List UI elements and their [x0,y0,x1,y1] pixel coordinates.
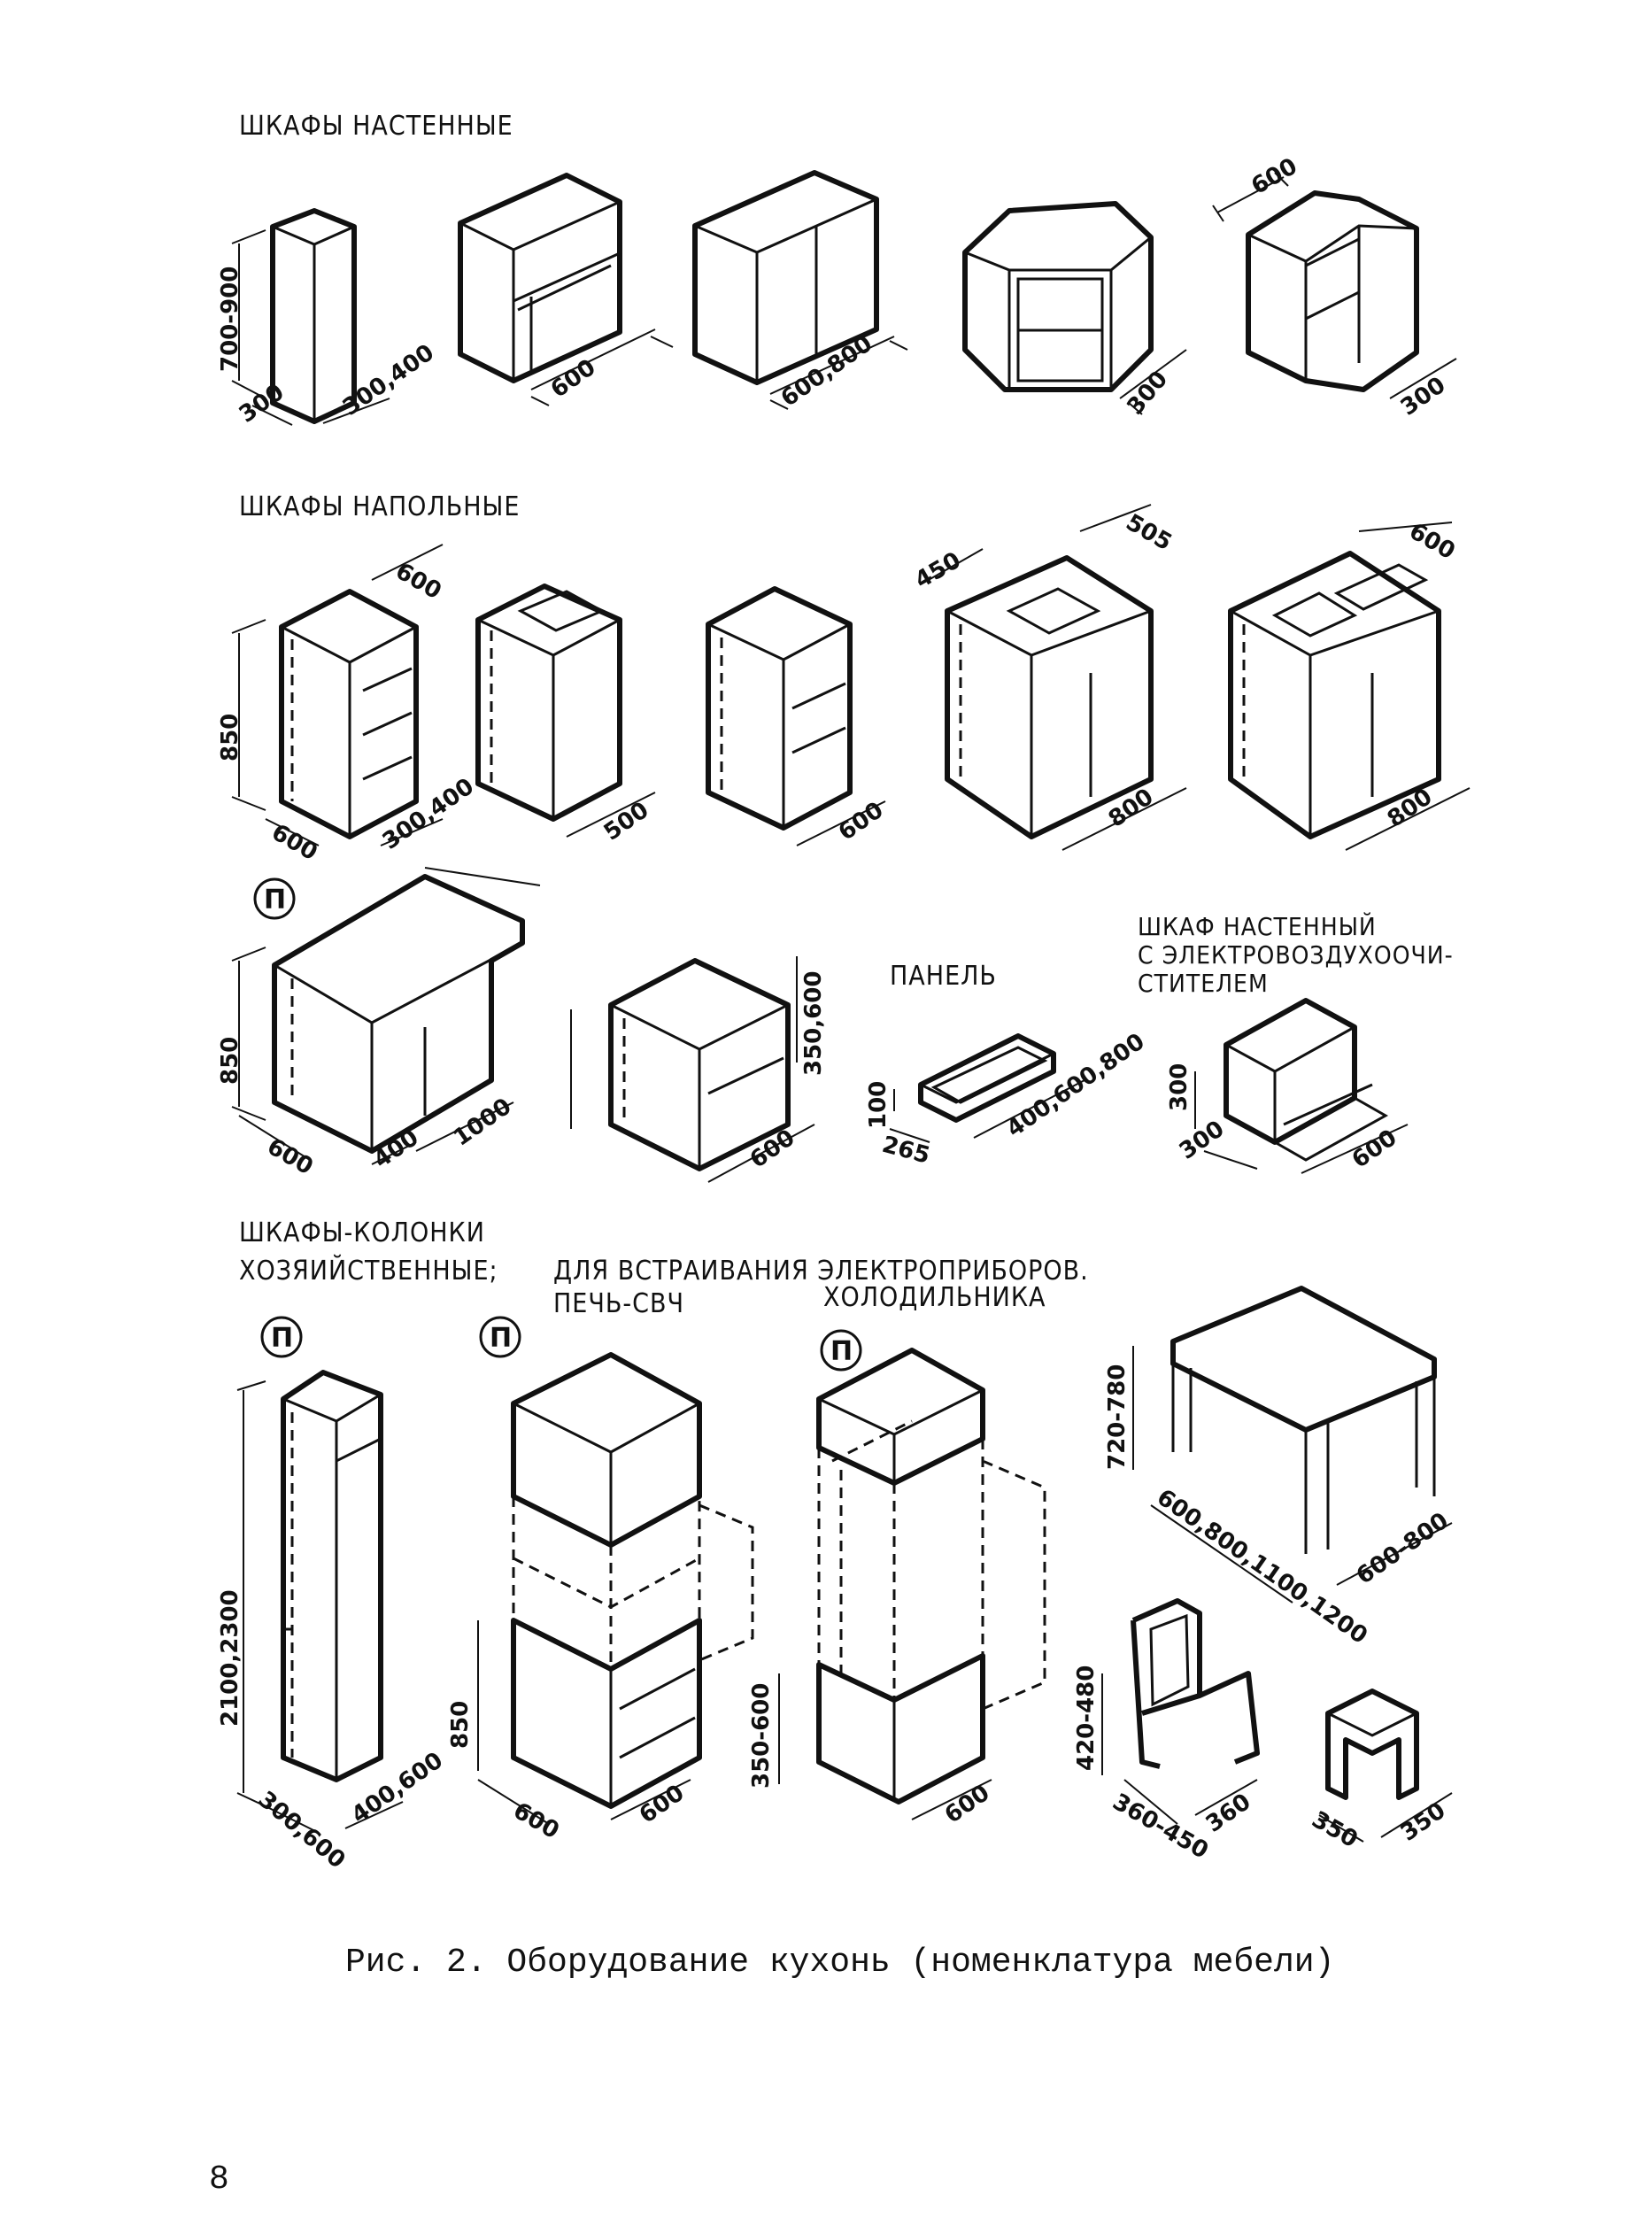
floor-cabinet-sink-800 [920,504,1187,851]
wall-cabinet-600-open [458,173,674,406]
p-marker-3: П [479,1316,521,1358]
p-marker-1: П [253,877,296,920]
floor-cabinet-stove-800 [1228,522,1471,851]
p-marker-2: П [260,1316,303,1358]
dim-350-b: 350 [1396,1797,1451,1847]
label-fridge: ХОЛОДИЛЬНИКА [823,1282,1046,1313]
dim-450: 450 [911,547,966,594]
dim-400-a: 400 [369,1124,424,1174]
floor-cabinet-sink-500 [475,583,656,838]
dim-850-b: 850 [217,1037,243,1085]
figure-caption: Рис. 2. Оборудование кухонь (номенклатур… [345,1944,1335,1982]
label-hood-line1: ШКАФ НАСТЕННЫЙ [1138,912,1377,941]
dim-2100-2300: 2100,2300 [217,1589,243,1727]
column-household [236,1370,404,1834]
dim-300-d: 300 [1166,1063,1193,1111]
chair [1101,1598,1260,1825]
cabinet-350-600 [570,956,815,1183]
dim-500: 500 [599,797,654,846]
svg-text:П: П [264,885,286,916]
dim-300-c: 300 [1396,372,1451,421]
page-number: 8 [209,2160,229,2199]
label-oven: ПЕЧЬ-СВЧ [553,1288,684,1319]
table [1132,1286,1453,1604]
dim-850-c: 850 [447,1701,474,1749]
label-wall-cabinets: ШКАФЫ НАСТЕННЫЕ [239,111,513,142]
p-marker-4: П [820,1329,862,1372]
dim-850-a: 850 [217,714,243,761]
dim-600-l: 600 [940,1780,995,1829]
dim-360-450: 360-450 [1108,1789,1213,1865]
dim-350-600r: 350-600 [748,1683,775,1789]
island-cabinet [231,867,541,1165]
dim-600-b: 600 [1247,153,1302,200]
svg-text:П: П [271,1323,293,1354]
label-columns: ШКАФЫ-КОЛОНКИ [239,1217,485,1248]
label-household: ХОЗЯИЙСТВЕННЫЕ; [239,1256,498,1287]
wall-cabinet-600-800 [692,170,908,410]
column-oven [477,1352,754,1825]
dim-700-900: 700-900 [217,267,243,372]
dim-table-length: 600,800,1100,1200 [1152,1484,1372,1650]
wall-cabinet-corner-300 [962,201,1187,415]
dim-600-800r: 600-800 [1352,1508,1454,1590]
floor-cabinet-600-drawers [706,586,886,846]
label-floor-cabinets: ШКАФЫ НАПОЛЬНЫЕ [239,491,521,522]
label-panel: ПАНЕЛЬ [890,961,997,992]
dim-350-a: 350 [1308,1806,1363,1853]
dim-350-600: 350,600 [800,971,827,1076]
dim-600-g: 600 [263,1133,318,1180]
wall-cabinet-corner-L [1212,172,1457,399]
dim-300-600: 300,600 [253,1786,351,1874]
stool [1318,1689,1453,1843]
column-fridge [778,1348,1046,1820]
dim-600-800-a: 600,800 [776,330,877,412]
dim-720-780: 720-780 [1104,1364,1131,1470]
dim-505: 505 [1122,509,1177,556]
floor-cabinet-drawers [231,544,444,846]
dim-600-c: 600 [267,819,322,866]
label-builtin: ДЛЯ ВСТРАИВАНИЯ ЭЛЕКТРОПРИБОРОВ. [553,1256,1089,1287]
dim-600-j: 600 [509,1797,564,1844]
wall-cabinet-300 [231,208,390,426]
dim-265: 265 [879,1132,932,1170]
dim-800-b: 800 [1383,784,1438,833]
dim-420-480: 420-480 [1073,1665,1100,1771]
label-hood-line2: С ЭЛЕКТРОВОЗДУХООЧИ- [1138,940,1454,970]
hood-cabinet [1194,998,1409,1174]
dim-360: 360 [1201,1789,1256,1838]
svg-text:П: П [830,1336,853,1367]
dim-400-600: 400,600 [347,1747,448,1828]
dim-600-d: 600 [391,558,446,605]
panel-tray [889,1033,1085,1143]
label-hood-line3: СТИТЕЛЕМ [1138,969,1269,998]
dim-100: 100 [865,1081,892,1129]
svg-text:П: П [490,1323,512,1354]
dim-600-h: 600 [745,1124,800,1174]
